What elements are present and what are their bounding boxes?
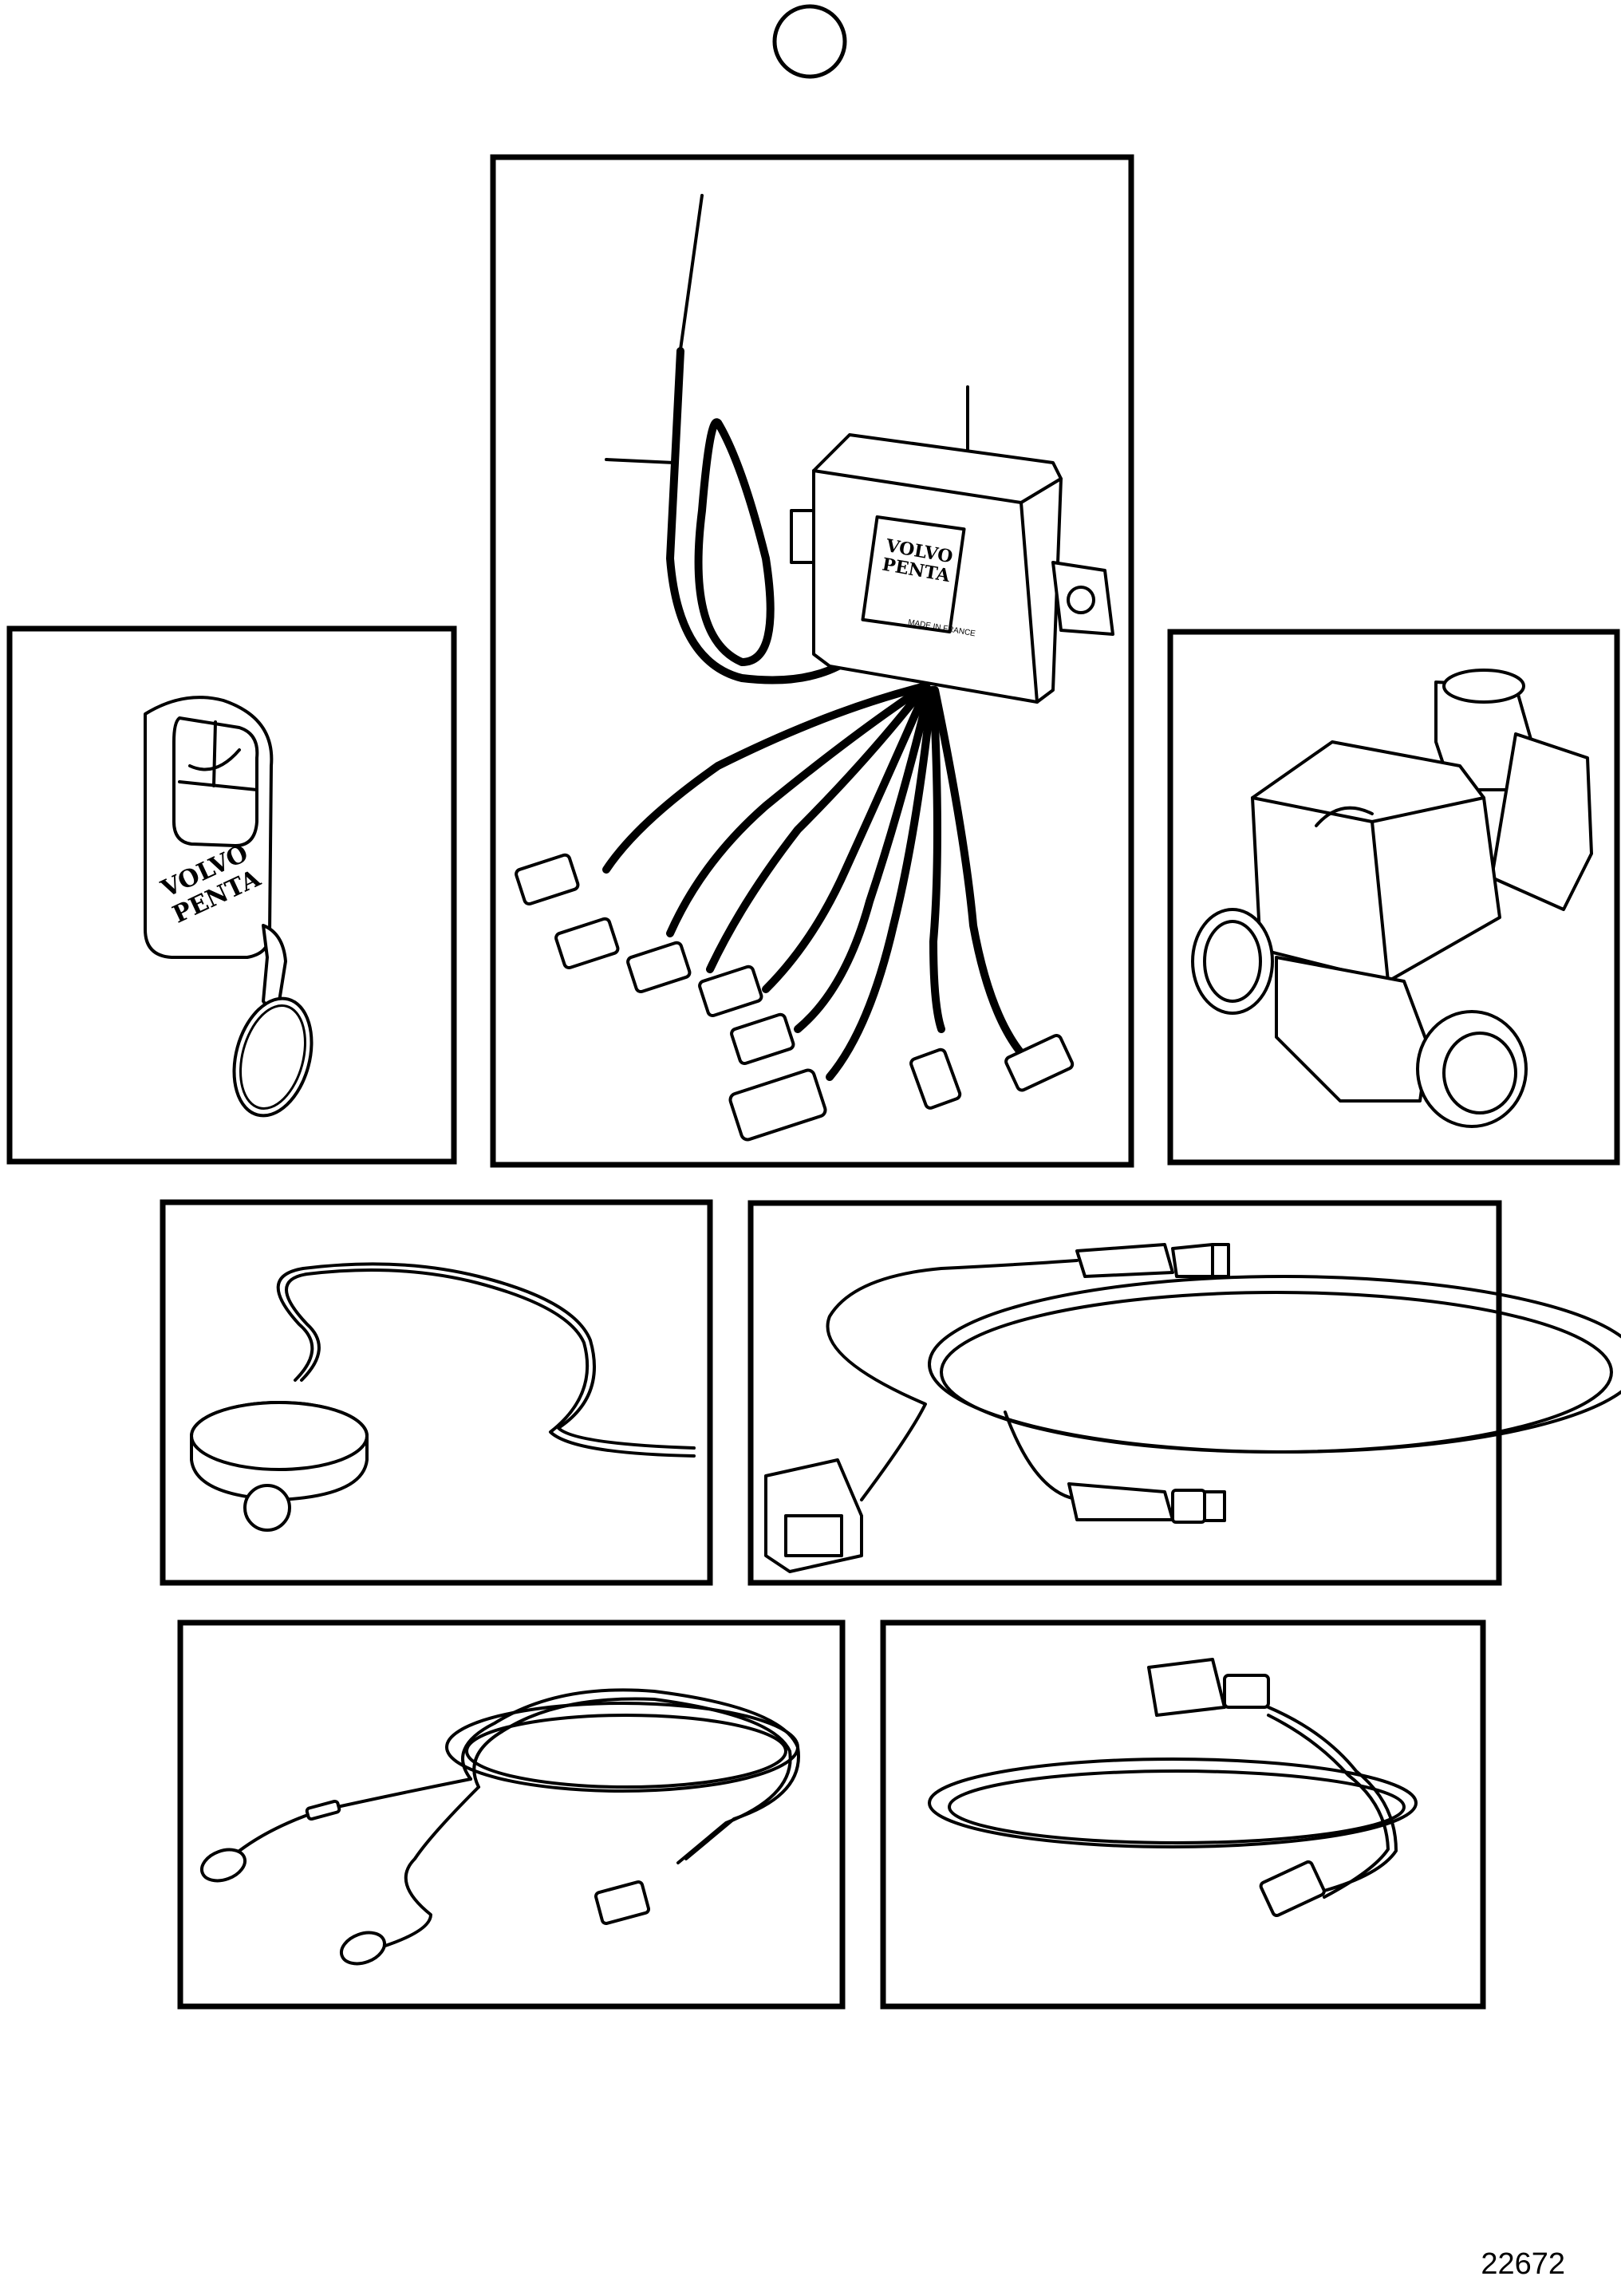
wire-connector-icon xyxy=(515,853,1075,1142)
remote-key-fob-panel: VOLVO PENTA xyxy=(6,625,457,1165)
figure-number: 22672 xyxy=(1481,2247,1565,2281)
power-cable-panel xyxy=(177,1619,846,2010)
sensor-harness-panel xyxy=(747,1200,1621,1586)
control-module-panel: VOLVO PENTA MADE IN FRANCE xyxy=(490,154,1134,1168)
indicator-circle-icon xyxy=(772,4,847,79)
sensor-puck-panel xyxy=(160,1199,713,1586)
solenoid-valve-panel xyxy=(1167,629,1620,1166)
connector-cable-panel xyxy=(880,1619,1486,2010)
